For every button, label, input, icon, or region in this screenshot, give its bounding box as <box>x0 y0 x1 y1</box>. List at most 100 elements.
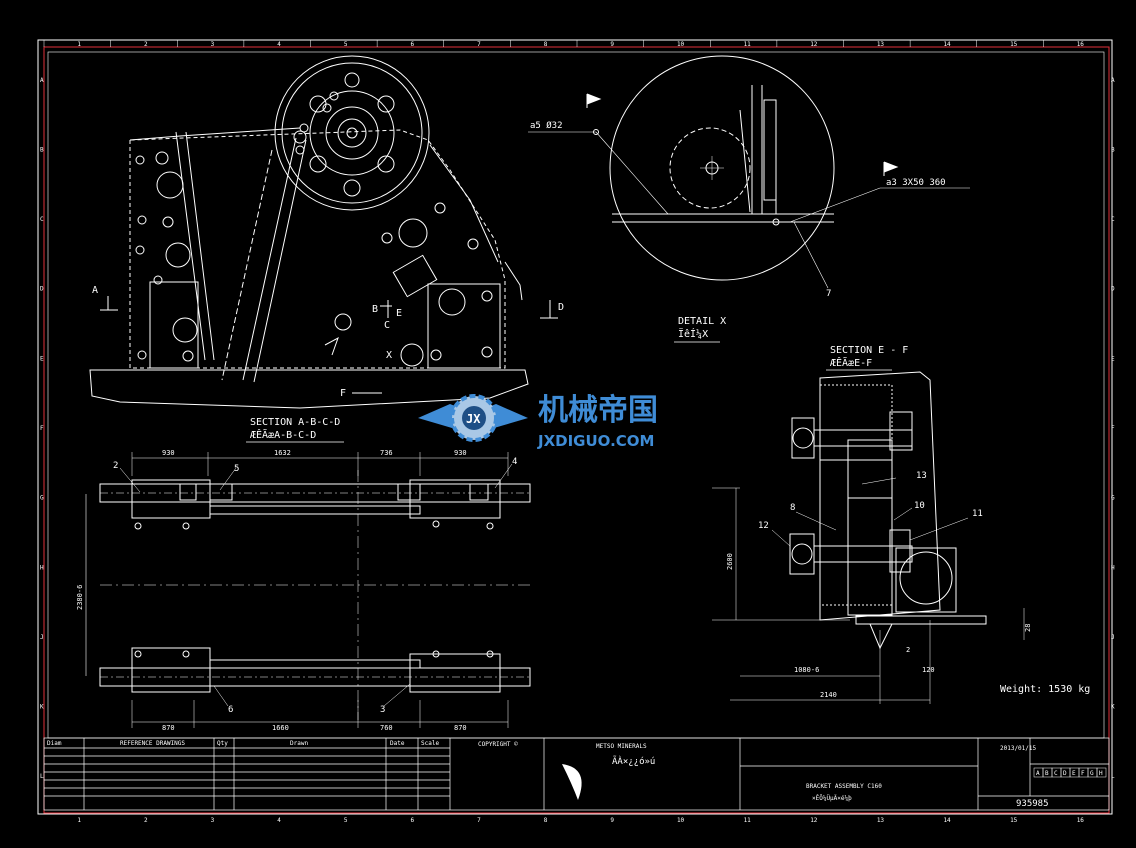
balloon-6: 6 <box>228 705 233 715</box>
frame-row-H-left: H <box>40 564 44 571</box>
sheet-cell <box>1096 767 1107 778</box>
tb-copyright: COPYRIGHT © <box>478 741 518 748</box>
frame-col-8-top: 8 <box>544 41 548 48</box>
section-marks: A B C D E F X <box>92 285 564 399</box>
dim-top-1: 930 <box>162 449 175 457</box>
frame-col-9-top: 9 <box>610 41 614 48</box>
dim-ef-120: 120 <box>922 666 935 674</box>
frame-col-7-bot: 7 <box>477 817 481 824</box>
section-ef-title: SECTION E - F <box>830 345 908 356</box>
frame-row-L-right: L <box>1111 773 1115 780</box>
frame-col-3-bot: 3 <box>211 817 215 824</box>
section-mark-e: E <box>396 308 402 319</box>
frame-column-numbers: 1122334455667788991010111112121313141415… <box>43 40 1085 824</box>
frame-col-16-top: 16 <box>1077 41 1085 48</box>
frame-row-D-right: D <box>1111 286 1115 293</box>
tb-company: METSO MINERALS <box>596 743 647 750</box>
section-ef-view <box>712 371 1025 704</box>
frame-col-15-top: 15 <box>1010 41 1018 48</box>
sheet-letter-A: A <box>1036 770 1040 777</box>
tb-designation-cn: ×ÊÔ¼ÜµÄ×é¼þ <box>812 794 852 802</box>
tb-drawing-number: 935985 <box>1016 799 1049 809</box>
frame-col-10-top: 10 <box>677 41 685 48</box>
section-abcd-title: SECTION A-B-C-D <box>250 417 340 428</box>
watermark-en: JXDIGUO.COM <box>537 432 654 450</box>
sheet-letter-C: C <box>1054 770 1058 777</box>
balloon-5: 5 <box>234 464 239 474</box>
weight-label: Weight: 1530 kg <box>1000 684 1090 695</box>
detail-x-labels: a5 Ø32 a3 3X50 360 7 DETAIL X ÏêÍ¼X <box>530 120 946 340</box>
frame-row-L-left: L <box>40 773 44 780</box>
frame-row-J-left: J <box>40 634 44 641</box>
dim-ef-28: 28 <box>1024 624 1032 632</box>
detail-x-view <box>528 55 970 289</box>
watermark-gear-logo: JX <box>418 394 528 442</box>
balloon-12: 12 <box>758 521 769 531</box>
frame-col-6-top: 6 <box>410 41 414 48</box>
tb-col-scale: Scale <box>421 740 439 747</box>
frame-row-K-left: K <box>40 704 44 711</box>
frame-row-G-right: G <box>1111 495 1115 502</box>
frame-col-2-top: 2 <box>144 41 148 48</box>
dim-top-4: 930 <box>454 449 467 457</box>
balloon-7: 7 <box>826 289 831 299</box>
frame-col-12-bot: 12 <box>810 817 818 824</box>
frame-row-G-left: G <box>40 495 44 502</box>
weld-symbol-2: a3 3X50 360 <box>886 178 946 188</box>
frame-row-K-right: K <box>1111 704 1115 711</box>
dim-ef-width: 2140 <box>820 691 837 699</box>
section-ef-annotations: 13 10 11 12 8 2600 1080-6 2140 120 2 28 … <box>726 471 1090 699</box>
tb-designation: BRACKET ASSEMBLY C160 <box>806 783 882 790</box>
tb-col-date: Date <box>390 740 405 747</box>
section-mark-f: F <box>340 388 346 399</box>
watermark-cn: 机械帝国 <box>538 393 658 428</box>
balloon-4: 4 <box>512 457 517 467</box>
frame-row-J-right: J <box>1111 634 1115 641</box>
tb-col-drawn: Drawn <box>290 740 308 747</box>
balloon-11: 11 <box>972 509 983 519</box>
frame-row-E-right: E <box>1111 355 1115 362</box>
frame-col-6-bot: 6 <box>410 817 414 824</box>
section-ef-subtitle: ÆÊÃæE-F <box>830 356 872 369</box>
sheet-letter-G: G <box>1090 770 1094 777</box>
frame-row-F-left: F <box>40 425 44 432</box>
frame-col-10-bot: 10 <box>677 817 685 824</box>
dim-vertical: 2380-6 <box>76 585 84 610</box>
sheet-letter-B: B <box>1045 770 1049 777</box>
frame-row-E-left: E <box>40 355 44 362</box>
frame-col-15-bot: 15 <box>1010 817 1018 824</box>
frame-col-11-bot: 11 <box>744 817 752 824</box>
section-abcd-subtitle: ÆÊÃæA-B-C-D <box>250 428 316 441</box>
frame-row-F-right: F <box>1111 425 1115 432</box>
frame-col-11-top: 11 <box>744 41 752 48</box>
frame-row-D-left: D <box>40 286 44 293</box>
frame-row-C-right: C <box>1111 216 1115 223</box>
frame-col-1-top: 1 <box>77 41 81 48</box>
title-block-text: Diam REFERENCE DRAWINGS Qty Drawn Date S… <box>47 740 1107 809</box>
frame-col-13-top: 13 <box>877 41 885 48</box>
frame-col-12-top: 12 <box>810 41 818 48</box>
crusher-elevation-view <box>89 55 558 409</box>
detail-x-subtitle: ÏêÍ¼X <box>678 327 708 340</box>
dim-bottom-1: 870 <box>162 724 175 732</box>
section-mark-a: A <box>92 285 98 296</box>
watermark: JX 机械帝国 JXDIGUO.COM <box>418 393 658 450</box>
metso-logo <box>562 764 582 800</box>
tb-col-qty: Qty <box>217 740 228 747</box>
dim-bottom-2: 1660 <box>272 724 289 732</box>
frame-col-4-bot: 4 <box>277 817 281 824</box>
sheet-letter-F: F <box>1081 770 1085 777</box>
dim-bottom-3: 760 <box>380 724 393 732</box>
plan-view-balloons: 2 5 4 6 3 <box>113 457 517 715</box>
frame-col-16-bot: 16 <box>1077 817 1085 824</box>
frame-col-7-top: 7 <box>477 41 481 48</box>
weld-symbol-1: a5 Ø32 <box>530 120 563 131</box>
tb-company-cn: ÃÀ×¿¿ó»ú <box>612 755 655 767</box>
dim-ef-2: 2 <box>906 646 910 654</box>
frame-col-14-top: 14 <box>943 41 951 48</box>
plan-view-dimensions: 930 1632 736 930 870 1660 760 870 2380-6 <box>76 449 467 732</box>
sheet-letter-E: E <box>1072 770 1076 777</box>
tb-col-reference: REFERENCE DRAWINGS <box>120 740 185 747</box>
